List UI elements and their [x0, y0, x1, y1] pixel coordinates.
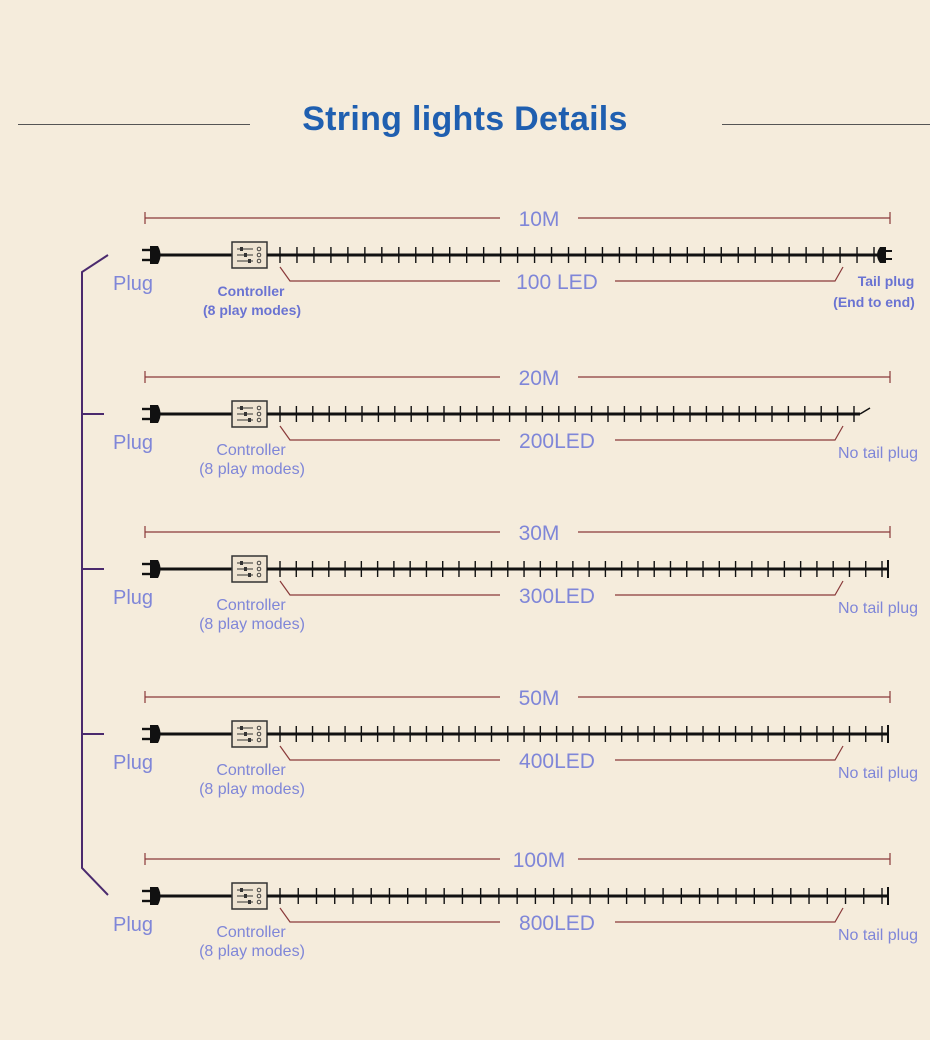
- controller-slider-knob: [244, 412, 247, 416]
- tail-plug-body: [877, 247, 886, 263]
- plug-icon: [142, 246, 161, 264]
- plug-body: [150, 246, 161, 264]
- no-tail-plug-label: No tail plug: [838, 445, 918, 462]
- variant-row: 10M 100 LED Plug Controller (8 play modes) Ta…: [113, 208, 915, 318]
- controller-indicator: [256, 566, 262, 572]
- variant-row: 30M 300LED Plug Controller (8 play modes) No …: [82, 522, 918, 633]
- controller-slider-knob: [244, 732, 247, 736]
- controller-label: Controller: [216, 762, 286, 779]
- controller-label: Controller: [218, 283, 285, 299]
- tail-plug-icon: [877, 247, 892, 263]
- controller-indicator: [256, 417, 262, 423]
- controller-label: Controller: [216, 924, 286, 941]
- led-count-label: 100 LED: [516, 271, 598, 294]
- play-modes-label: (8 play modes): [199, 461, 305, 478]
- plug-icon: [142, 887, 161, 905]
- grouping-bracket: [81, 254, 109, 896]
- controller-slider-knob: [248, 418, 251, 422]
- controller-indicator: [256, 725, 262, 731]
- controller-indicator: [256, 246, 262, 252]
- page-title: String lights Details: [302, 100, 628, 138]
- controller-indicator: [256, 405, 262, 411]
- play-modes-label: (8 play modes): [203, 302, 301, 318]
- play-modes-label: (8 play modes): [199, 781, 305, 798]
- no-tail-plug-label: No tail plug: [838, 765, 918, 782]
- length-label: 20M: [519, 367, 560, 390]
- variant-row: 20M 200LED Plug Controller (8 play modes) No …: [82, 367, 918, 478]
- plug-icon: [142, 560, 161, 578]
- plug-body: [150, 725, 161, 743]
- controller-indicator: [256, 411, 262, 417]
- controller-icon: [231, 720, 268, 748]
- controller-slider-knob: [240, 888, 243, 892]
- length-label: 10M: [519, 208, 560, 231]
- controller-indicator: [256, 560, 262, 566]
- plug-icon: [142, 405, 161, 423]
- controller-indicator: [256, 252, 262, 258]
- no-tail-plug-label: No tail plug: [838, 927, 918, 944]
- variant-row: 50M 400LED Plug Controller (8 play modes) No …: [82, 687, 918, 798]
- controller-slider-knob: [248, 738, 251, 742]
- controller-indicator: [256, 572, 262, 578]
- length-label: 30M: [519, 522, 560, 545]
- tail-plug-note: (End to end): [833, 294, 915, 310]
- tail-plug-label: Tail plug: [858, 273, 915, 289]
- controller-indicator: [256, 258, 262, 264]
- title-rule-right: [722, 124, 930, 125]
- controller-indicator: [256, 737, 262, 743]
- controller-indicator: [256, 893, 262, 899]
- variant-row: 100M 800LED Plug Controller (8 play modes) No…: [113, 849, 918, 960]
- length-label: 100M: [513, 849, 566, 872]
- led-bracket-right: [615, 580, 844, 596]
- led-bracket-right: [615, 425, 844, 441]
- plug-label: Plug: [113, 914, 153, 936]
- play-modes-label: (8 play modes): [199, 616, 305, 633]
- led-bracket-right: [615, 266, 844, 282]
- led-count-label: 200LED: [519, 430, 595, 453]
- controller-label: Controller: [216, 597, 286, 614]
- controller-label: Controller: [216, 442, 286, 459]
- controller-indicator: [256, 899, 262, 905]
- led-count-label: 300LED: [519, 585, 595, 608]
- led-bracket-left: [279, 425, 500, 441]
- controller-icon: [231, 400, 268, 428]
- controller-slider-knob: [248, 259, 251, 263]
- controller-slider-knob: [240, 247, 243, 251]
- controller-slider-knob: [244, 567, 247, 571]
- play-modes-label: (8 play modes): [199, 943, 305, 960]
- controller-slider-knob: [244, 253, 247, 257]
- led-bracket-left: [279, 580, 500, 596]
- plug-label: Plug: [113, 752, 153, 774]
- led-bracket-left: [279, 745, 500, 761]
- title-rule-left: [18, 124, 250, 125]
- plug-label: Plug: [113, 587, 153, 609]
- plug-body: [150, 887, 161, 905]
- plug-label: Plug: [113, 432, 153, 454]
- led-bracket-right: [615, 745, 844, 761]
- led-count-label: 800LED: [519, 912, 595, 935]
- controller-indicator: [256, 887, 262, 893]
- controller-icon: [231, 241, 268, 269]
- controller-slider-knob: [248, 900, 251, 904]
- no-tail-plug-label: No tail plug: [838, 600, 918, 617]
- controller-slider-knob: [248, 573, 251, 577]
- cut-end-marker: [859, 407, 871, 415]
- plug-icon: [142, 725, 161, 743]
- led-bracket-left: [279, 907, 500, 923]
- led-bracket-left: [279, 266, 500, 282]
- plug-body: [150, 405, 161, 423]
- controller-slider-knob: [240, 561, 243, 565]
- length-label: 50M: [519, 687, 560, 710]
- controller-slider-knob: [240, 406, 243, 410]
- plug-label: Plug: [113, 273, 153, 295]
- controller-indicator: [256, 731, 262, 737]
- led-count-label: 400LED: [519, 750, 595, 773]
- controller-slider-knob: [240, 726, 243, 730]
- led-bracket-right: [615, 907, 844, 923]
- controller-icon: [231, 882, 268, 910]
- controller-icon: [231, 555, 268, 583]
- plug-body: [150, 560, 161, 578]
- controller-slider-knob: [244, 894, 247, 898]
